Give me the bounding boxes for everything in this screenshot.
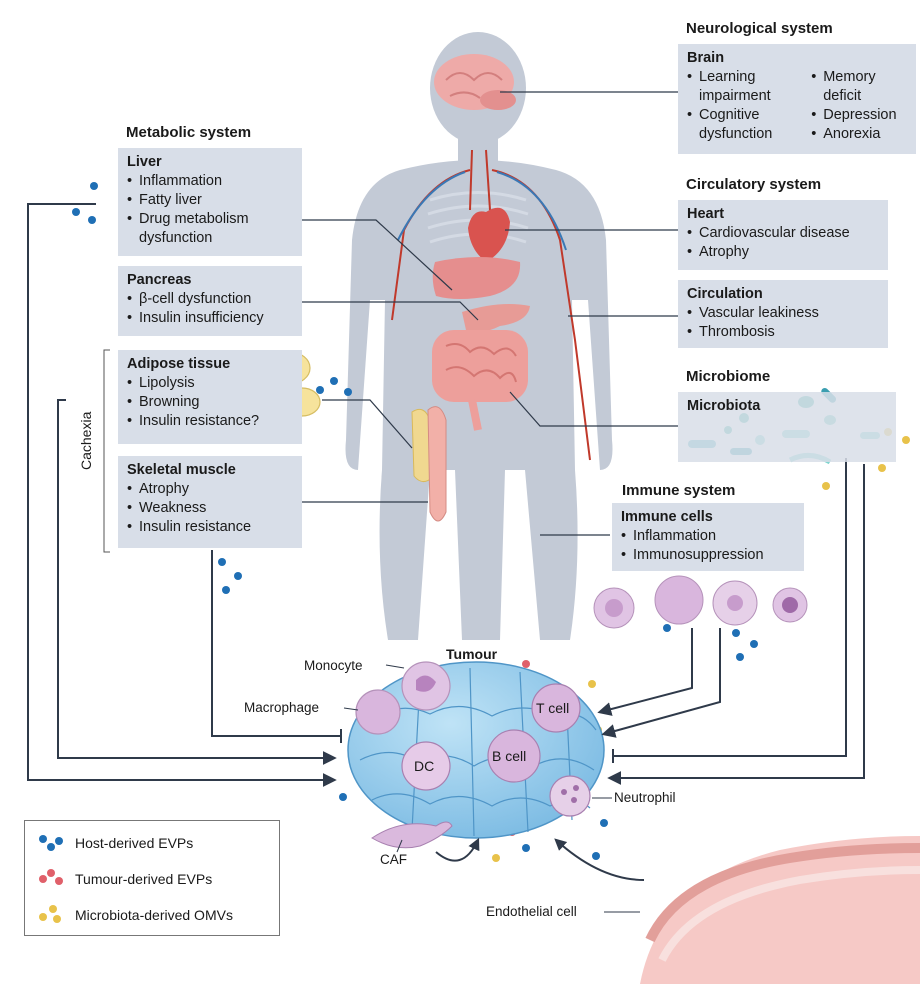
omv-icon xyxy=(35,905,65,925)
brain-box: Brain Learning impairment Cognitive dysf… xyxy=(678,44,916,154)
heart-box: Heart Cardiovascular disease Atrophy xyxy=(678,200,888,270)
heart-item: Atrophy xyxy=(687,243,880,262)
heart xyxy=(468,207,510,262)
tumour-evp-icon xyxy=(35,869,65,889)
adipose-item: Lipolysis xyxy=(127,374,294,393)
host-evp-icon xyxy=(35,833,65,853)
pancreas-box: Pancreas β-cell dysfunction Insulin insu… xyxy=(118,266,302,336)
neutrophil-label: Neutrophil xyxy=(614,790,676,805)
liver-item: Drug metabolism dysfunction xyxy=(127,210,294,248)
blood-vessels xyxy=(391,149,591,461)
metabolic-header: Metabolic system xyxy=(126,124,252,141)
legend-label: Tumour-derived EVPs xyxy=(75,871,213,887)
muscle-item: Atrophy xyxy=(127,480,294,499)
circulation-item: Thrombosis xyxy=(687,323,880,342)
microbiome-header: Microbiome xyxy=(686,368,771,385)
host-evp-dots xyxy=(72,182,758,860)
liver-title: Liver xyxy=(127,154,162,170)
brain xyxy=(434,54,516,110)
legend: Host-derived EVPs Tumour-derived EVPs Mi… xyxy=(24,820,280,936)
liver-item: Inflammation xyxy=(127,172,294,191)
caf-label: CAF xyxy=(380,852,407,867)
brain-item: Cognitive dysfunction xyxy=(687,106,801,144)
pancreas xyxy=(462,304,530,333)
pancreas-item: Insulin insufficiency xyxy=(127,309,294,328)
liver xyxy=(432,257,521,299)
circulation-item: Vascular leakiness xyxy=(687,304,880,323)
heart-item: Cardiovascular disease xyxy=(687,224,880,243)
circulation-title: Circulation xyxy=(687,286,763,302)
endothelial-vessel xyxy=(640,836,920,984)
brain-item: Memory deficit xyxy=(811,68,908,106)
immune-item: Inflammation xyxy=(621,527,796,546)
legend-label: Host-derived EVPs xyxy=(75,835,194,851)
pancreas-title: Pancreas xyxy=(127,272,192,288)
adipose-box: Adipose tissue Lipolysis Browning Insuli… xyxy=(118,350,302,444)
macrophage-label: Macrophage xyxy=(244,700,320,715)
circulation-box: Circulation Vascular leakiness Thrombosi… xyxy=(678,280,888,348)
monocyte-label: Monocyte xyxy=(304,658,363,673)
muscle-box: Skeletal muscle Atrophy Weakness Insulin… xyxy=(118,456,302,548)
cachexia-bracket xyxy=(103,349,110,553)
tumour-title: Tumour xyxy=(446,646,498,662)
liver-item: Fatty liver xyxy=(127,191,294,210)
microbiota-box: Microbiota xyxy=(678,392,896,462)
tumour-mass xyxy=(347,661,605,849)
legend-label: Microbiota-derived OMVs xyxy=(75,907,233,923)
dc-label: DC xyxy=(414,758,435,774)
adipose-item: Browning xyxy=(127,393,294,412)
immune-header: Immune system xyxy=(622,482,736,499)
immune-title: Immune cells xyxy=(621,509,713,525)
cachexia-label: Cachexia xyxy=(78,411,94,470)
legend-item-host: Host-derived EVPs xyxy=(35,833,193,853)
brain-title: Brain xyxy=(687,50,725,66)
circulatory-header: Circulatory system xyxy=(686,176,822,193)
adipose-item: Insulin resistance? xyxy=(127,412,294,431)
muscle-title: Skeletal muscle xyxy=(127,462,236,478)
liver-box: Liver Inflammation Fatty liver Drug meta… xyxy=(118,148,302,256)
heart-title: Heart xyxy=(687,206,725,222)
intestines xyxy=(432,330,528,431)
adipose-title: Adipose tissue xyxy=(127,356,231,372)
pancreas-item: β-cell dysfunction xyxy=(127,290,294,309)
tumour-leaders xyxy=(343,664,640,913)
brain-item: Anorexia xyxy=(811,125,908,144)
leg-muscle xyxy=(411,406,447,522)
brain-item: Depression xyxy=(811,106,908,125)
legend-item-omv: Microbiota-derived OMVs xyxy=(35,905,233,925)
muscle-item: Weakness xyxy=(127,499,294,518)
brain-item: Learning impairment xyxy=(687,68,801,106)
muscle-item: Insulin resistance xyxy=(127,518,294,537)
neurological-header: Neurological system xyxy=(686,20,833,37)
t-cell-label: T cell xyxy=(536,700,570,716)
immune-box: Immune cells Inflammation Immunosuppress… xyxy=(612,503,804,571)
microbiota-title: Microbiota xyxy=(687,398,761,414)
legend-item-tumour: Tumour-derived EVPs xyxy=(35,869,212,889)
endothelial-label: Endothelial cell xyxy=(486,904,577,919)
immune-item: Immunosuppression xyxy=(621,546,796,565)
immune-cells-row xyxy=(593,575,808,629)
arrows xyxy=(27,203,865,881)
b-cell-label: B cell xyxy=(492,748,527,764)
connector-lines xyxy=(302,91,678,536)
